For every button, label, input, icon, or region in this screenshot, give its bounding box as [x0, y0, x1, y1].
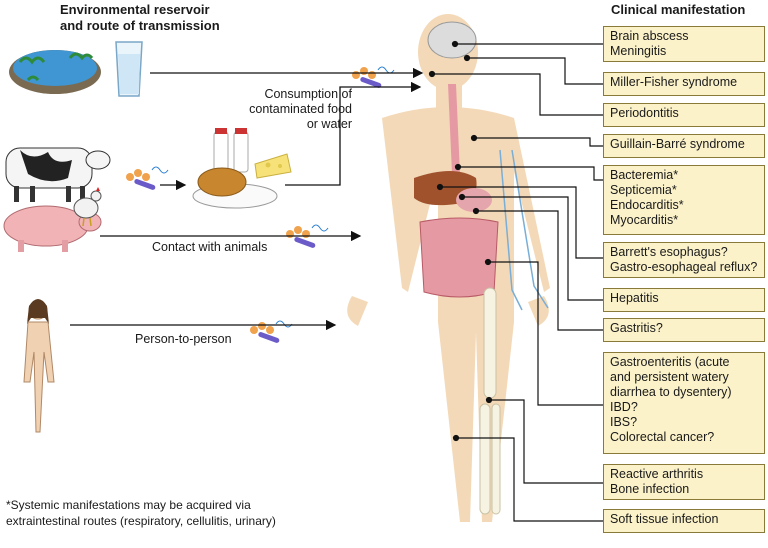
manifestation-line: Soft tissue infection	[610, 512, 719, 526]
footnote-line-2: extraintestinal routes (respiratory, cel…	[6, 514, 276, 528]
manifestation-box: Hepatitis	[603, 288, 765, 312]
route-consumption-line-2: contaminated food	[249, 102, 352, 116]
route-label-person: Person-to-person	[135, 332, 232, 346]
right-column-header: Clinical manifestation	[611, 2, 746, 17]
manifestation-box: Bacteremia* Septicemia* Endocarditis* My…	[603, 165, 765, 235]
manifestation-line: diarrhea to dysentery)	[610, 385, 732, 399]
water-glass-icon	[115, 41, 143, 97]
manifestation-line: Bacteremia*	[610, 168, 679, 182]
manifestation-line: Gastro-esophageal reflux?	[610, 260, 758, 274]
manifestation-line: Guillain-Barré syndrome	[610, 137, 745, 151]
manifestation-box: Reactive arthritis Bone infection	[603, 464, 765, 500]
left-column-header: Environmental reservoir and route of tra…	[60, 2, 220, 34]
manifestation-line: Colorectal cancer?	[610, 430, 715, 444]
manifestation-line: Bone infection	[610, 482, 690, 496]
person-figure-icon	[23, 299, 55, 433]
bacteria-cluster-icon	[352, 66, 395, 88]
human-body	[347, 14, 550, 522]
footnote-line-1: *Systemic manifestations may be acquired…	[6, 498, 251, 512]
cow-icon	[5, 147, 111, 202]
manifestation-line: Gastritis?	[610, 321, 663, 335]
manifestation-line: Gastroenteritis (acute	[610, 355, 730, 369]
manifestation-line: Periodontitis	[610, 106, 679, 120]
manifestation-line: Meningitis	[610, 44, 667, 58]
manifestation-line: Endocarditis*	[610, 198, 684, 212]
manifestation-box: Guillain-Barré syndrome	[603, 134, 765, 158]
manifestation-line: IBD?	[610, 400, 638, 414]
manifestation-line: Myocarditis*	[610, 213, 679, 227]
manifestation-line: Reactive arthritis	[610, 467, 704, 481]
manifestation-box: Miller-Fisher syndrome	[603, 72, 765, 96]
manifestation-box: Gastritis?	[603, 318, 765, 342]
manifestation-box: Brain abscess Meningitis	[603, 26, 765, 62]
manifestation-box: Gastroenteritis (acute and persistent wa…	[603, 352, 765, 454]
bacteria-cluster-icon	[126, 166, 169, 190]
manifestation-line: IBS?	[610, 415, 638, 429]
manifestation-box: Periodontitis	[603, 103, 765, 127]
bacteria-cluster-icon	[286, 224, 329, 248]
manifestation-line: Miller-Fisher syndrome	[610, 75, 738, 89]
chicken-icon	[73, 187, 102, 227]
manifestation-box: Barrett's esophagus? Gastro-esophageal r…	[603, 242, 765, 278]
manifestation-line: and persistent watery	[610, 370, 729, 384]
pond-icon	[9, 50, 101, 94]
left-header-line-2: and route of transmission	[60, 18, 220, 33]
manifestation-line: Barrett's esophagus?	[610, 245, 728, 259]
footnote: *Systemic manifestations may be acquired…	[6, 497, 326, 529]
route-label-animals: Contact with animals	[152, 240, 268, 254]
route-label-consumption: Consumption of contaminated food or wate…	[232, 87, 352, 132]
manifestation-line: Hepatitis	[610, 291, 659, 305]
food-plate-icon	[192, 128, 292, 209]
manifestation-line: Septicemia*	[610, 183, 677, 197]
route-consumption-line-1: Consumption of	[264, 87, 352, 101]
manifestation-box: Soft tissue infection	[603, 509, 765, 533]
left-header-line-1: Environmental reservoir	[60, 2, 210, 17]
bacteria-cluster-icon	[250, 320, 293, 343]
manifestation-line: Brain abscess	[610, 29, 689, 43]
route-consumption-line-3: or water	[306, 117, 352, 131]
